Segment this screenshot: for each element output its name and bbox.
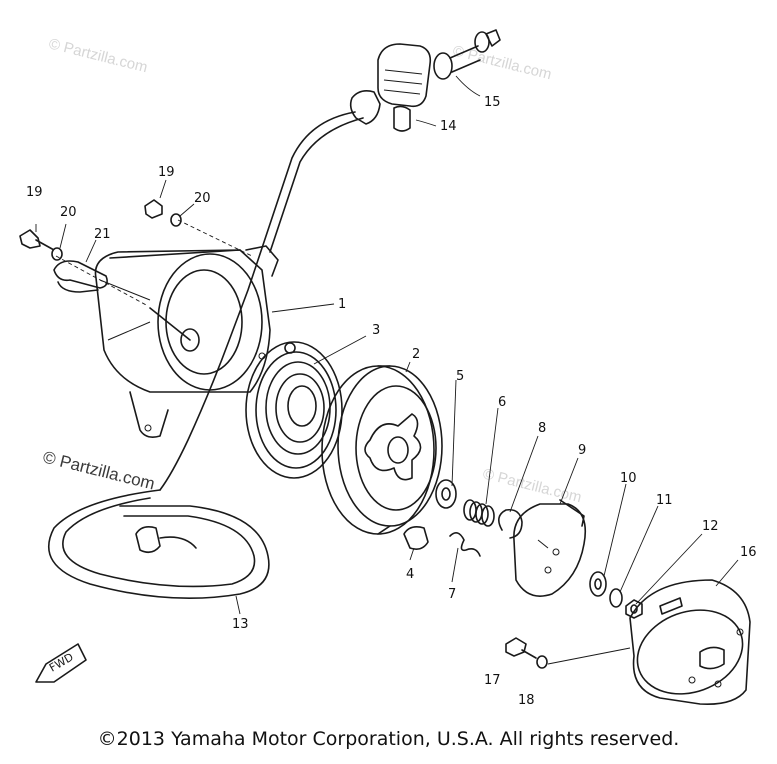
callout-16: 16 <box>740 545 757 560</box>
callout-20-left: 20 <box>60 205 77 220</box>
pawl <box>403 526 429 550</box>
callout-12: 12 <box>702 519 719 534</box>
fwd-arrow: FWD <box>35 643 87 683</box>
sheave-drum <box>321 365 443 535</box>
callout-19-right: 19 <box>158 165 175 180</box>
callout-9: 9 <box>578 443 586 458</box>
callout-1: 1 <box>338 297 346 312</box>
spiral-spring <box>245 341 343 479</box>
bolt-19-right <box>144 199 182 227</box>
watermark-mid-right: © Partzilla.com <box>481 465 583 506</box>
callout-6: 6 <box>498 395 506 410</box>
callout-7: 7 <box>448 587 456 602</box>
watermark-top-right: © Partzilla.com <box>451 42 553 83</box>
compression-spring <box>463 499 495 527</box>
callout-14: 14 <box>440 119 457 134</box>
callout-18: 18 <box>518 693 535 708</box>
watermark-mid-left: © Partzilla.com <box>41 447 157 493</box>
drive-cup <box>629 579 751 706</box>
watermark-top-left: © Partzilla.com <box>47 35 149 76</box>
nut-12 <box>625 599 643 619</box>
bolt-17 <box>505 637 537 659</box>
callout-17: 17 <box>484 673 501 688</box>
callout-13: 13 <box>232 617 249 632</box>
callout-19-left: 19 <box>26 185 43 200</box>
callout-8: 8 <box>538 421 546 436</box>
callout-4: 4 <box>406 567 414 582</box>
clamp-21 <box>53 260 108 293</box>
callout-3: 3 <box>372 323 380 338</box>
bolt-19-left <box>19 229 63 261</box>
starter-case <box>94 245 279 438</box>
circlip <box>498 508 523 539</box>
washer-11 <box>609 588 623 608</box>
washer-10 <box>589 571 607 597</box>
friction-plate <box>513 499 587 597</box>
return-spring <box>449 532 481 557</box>
callout-11: 11 <box>656 493 673 508</box>
callout-2: 2 <box>412 347 420 362</box>
washer-18 <box>536 655 548 669</box>
callout-15: 15 <box>484 95 501 110</box>
copyright-notice: ©2013 Yamaha Motor Corporation, U.S.A. A… <box>97 728 680 750</box>
washer-5 <box>435 479 457 509</box>
callout-5: 5 <box>456 369 464 384</box>
leader-lines <box>35 75 739 665</box>
starter-rope <box>48 111 364 600</box>
callout-21: 21 <box>94 227 111 242</box>
callout-20-right: 20 <box>194 191 211 206</box>
starter-handle <box>349 43 432 132</box>
callout-10: 10 <box>620 471 637 486</box>
handle-end-pin <box>433 29 501 80</box>
